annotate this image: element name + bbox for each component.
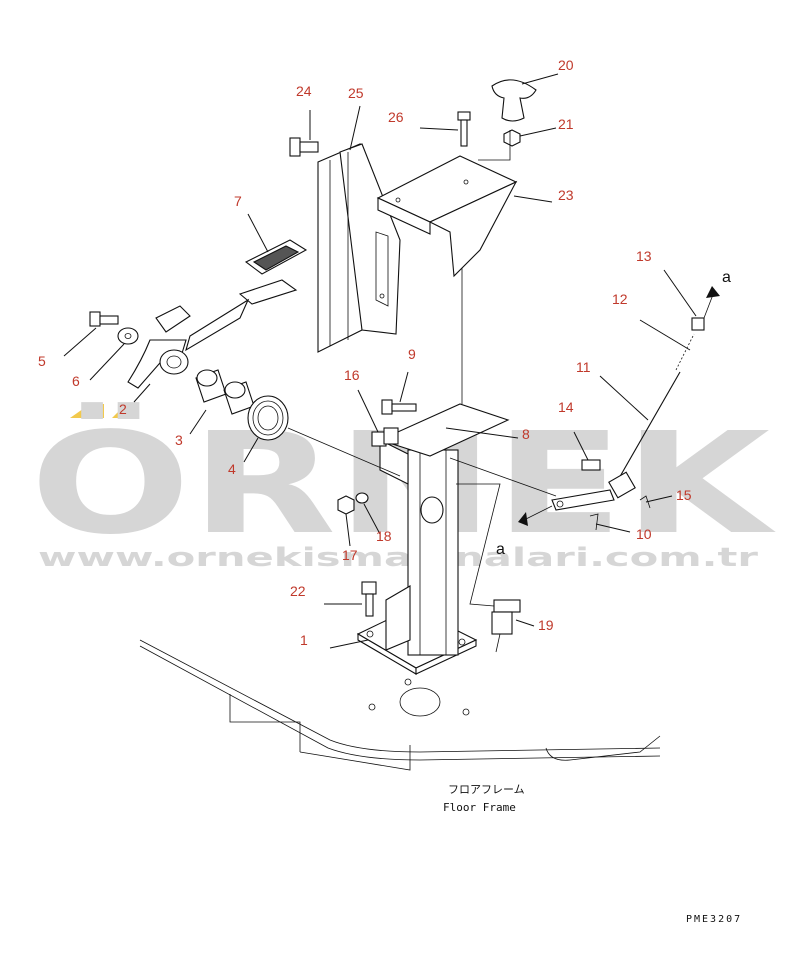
pedal-pad-7: [244, 239, 308, 275]
callout-10: 10: [636, 526, 652, 542]
callout-15: 15: [676, 487, 692, 503]
bushing-part-3: [195, 369, 255, 415]
callout-17: 17: [342, 547, 358, 563]
arrow-a-top-head: [706, 286, 720, 298]
callout-21: 21: [558, 116, 574, 132]
pin-part-14: [581, 459, 601, 471]
callout-24: 24: [296, 83, 312, 99]
washer-part-6: [117, 327, 139, 345]
column-cap: [420, 496, 444, 524]
callout-1: 1: [300, 632, 308, 648]
connection-arrows: [518, 286, 720, 526]
connection-mark-a-lower: a: [496, 541, 505, 558]
callout-4: 4: [228, 461, 236, 477]
callout-19: 19: [538, 617, 554, 633]
rod-part-11: [608, 371, 681, 499]
spring-part-12: [675, 333, 695, 371]
arrow-a-lower-head: [518, 512, 528, 526]
callout-18: 18: [376, 528, 392, 544]
knob-part: [491, 79, 537, 122]
callout-labels: 1 2 3 4 5 6 7 8 9 10 11 12 13 14 15 16 1…: [38, 57, 692, 648]
callout-5: 5: [38, 353, 46, 369]
callout-20: 20: [558, 57, 574, 73]
callout-13: 13: [636, 248, 652, 264]
nut-part-17: [337, 495, 355, 515]
lever-part-8: [551, 489, 615, 511]
callout-26: 26: [388, 109, 404, 125]
callout-25: 25: [348, 85, 364, 101]
callout-8: 8: [522, 426, 530, 442]
callout-14: 14: [558, 399, 574, 415]
pedal-assembly-2: [127, 279, 298, 389]
cover: [376, 155, 518, 278]
bolt-part-9: [381, 399, 417, 415]
floor-frame-en-label: Floor Frame: [443, 801, 516, 814]
base-column-assembly: [356, 160, 510, 675]
switch-part-19: [491, 599, 521, 653]
clip-part-15: [639, 495, 651, 509]
callout-3: 3: [175, 432, 183, 448]
callout-12: 12: [612, 291, 628, 307]
floor-hole: [399, 687, 441, 717]
watermark-brand: ÖRNEK: [30, 401, 776, 566]
floor-frame: フロアフレーム Floor Frame: [139, 639, 661, 814]
bolt-part-24: [289, 137, 319, 157]
callout-22: 22: [290, 583, 306, 599]
watermark-accent-right: [112, 404, 138, 418]
bolt-part-26: [457, 111, 471, 147]
watermark-accent-left: [70, 404, 104, 418]
callout-23: 23: [558, 187, 574, 203]
callout-11: 11: [576, 359, 591, 375]
washer-part-18: [355, 492, 369, 504]
spring-part-4: [247, 395, 401, 477]
bolt-part-5: [89, 311, 119, 327]
callout-9: 9: [408, 346, 416, 362]
cap-part-13: [691, 317, 705, 331]
watermark: ÖRNEK www.ornekismakinalari.com.tr: [30, 401, 776, 573]
callout-16: 16: [344, 367, 360, 383]
callout-2: 2: [119, 401, 127, 417]
floor-frame-jp-label: フロアフレーム: [448, 783, 525, 796]
callout-7: 7: [234, 193, 242, 209]
connection-letters: a a: [496, 269, 731, 558]
nut-part-21: [503, 129, 521, 147]
bolt-part-22: [361, 581, 377, 617]
leader-lines: [63, 73, 697, 649]
upper-panel: [317, 143, 401, 353]
watermark-url: www.ornekismakinalari.com.tr: [38, 543, 758, 573]
drawing-code: PME3207: [686, 914, 742, 925]
callout-6: 6: [72, 373, 80, 389]
connection-mark-a-top: a: [722, 269, 731, 286]
bolt-part-16: [371, 427, 399, 447]
